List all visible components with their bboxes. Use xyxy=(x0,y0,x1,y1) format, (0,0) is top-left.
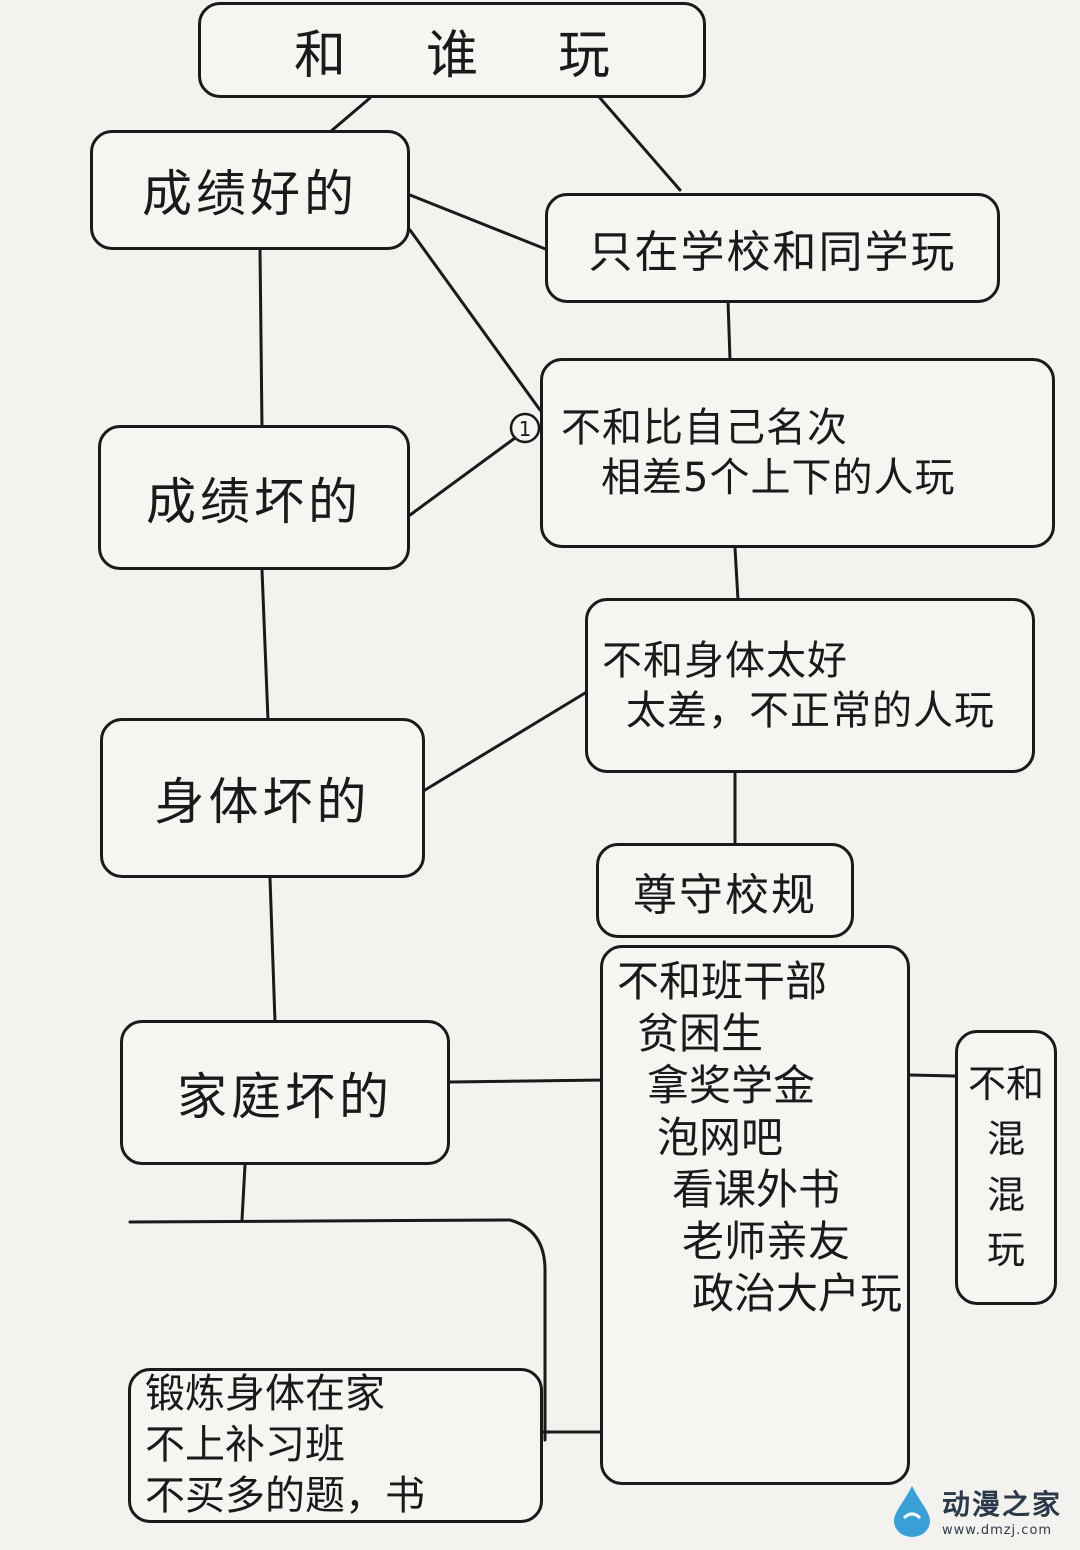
no-hanging-char: 玩 xyxy=(986,1227,1025,1272)
health-rule-line-2: 太差，不正常的人玩 xyxy=(626,687,995,734)
rank-rule-line-2: 相差5个上下的人玩 xyxy=(601,455,956,501)
list-item: 拿奖学金 xyxy=(647,1061,816,1111)
good-grades-text: 成绩好的 xyxy=(142,165,358,223)
list-item: 老师亲友 xyxy=(682,1217,851,1267)
watermark-name: 动漫之家 xyxy=(941,1488,1062,1521)
marker-label: 1 xyxy=(519,417,532,441)
list-item: 不和班干部 xyxy=(617,957,828,1006)
good-grades-node: 成绩好的 xyxy=(90,130,410,250)
exercise-line-2: 不上补习班 xyxy=(145,1421,345,1468)
health-rule-node: 不和身体太好 太差，不正常的人玩 xyxy=(585,598,1035,773)
list-item: 泡网吧 xyxy=(657,1113,784,1163)
no-hanging-char: 不和 xyxy=(967,1062,1044,1107)
exercise-line-1: 锻炼身体在家 xyxy=(145,1370,385,1417)
water-drop-logo-icon xyxy=(893,1485,930,1537)
bad-grades-node: 成绩坏的 xyxy=(98,425,410,570)
bad-body-text: 身体坏的 xyxy=(154,773,371,831)
exercise-at-home-node: 锻炼身体在家 不上补习班 不买多的题，书 xyxy=(128,1368,543,1523)
no-hanging-char: 混 xyxy=(986,1172,1025,1217)
no-hanging-char: 混 xyxy=(986,1117,1025,1162)
bad-family-node: 家庭坏的 xyxy=(120,1020,450,1165)
list-item: 贫困生 xyxy=(637,1009,764,1059)
school-only-text: 只在学校和同学玩 xyxy=(588,227,957,278)
exercise-line-3: 不买多的题，书 xyxy=(145,1473,425,1520)
list-item: 政治大户玩 xyxy=(692,1269,903,1319)
title-node: 和谁玩 xyxy=(198,2,706,98)
title-text: 和谁玩 xyxy=(293,25,690,86)
rank-rule-line-1: 不和比自己名次 xyxy=(561,405,848,451)
bad-grades-text: 成绩坏的 xyxy=(146,472,362,531)
school-rules-text: 尊守校规 xyxy=(633,869,817,921)
avoid-list-node: 不和班干部 贫困生 拿奖学金 泡网吧 看课外书 老师亲友 政治大户玩 xyxy=(600,945,910,1485)
school-only-node: 只在学校和同学玩 xyxy=(545,193,1000,303)
watermark: 动漫之家 www.dmzj.com xyxy=(890,1483,1062,1538)
rank-rule-node: 不和比自己名次 相差5个上下的人玩 xyxy=(540,358,1055,548)
list-item: 看课外书 xyxy=(672,1165,841,1215)
bad-body-node: 身体坏的 xyxy=(100,718,425,878)
bad-family-text: 家庭坏的 xyxy=(177,1067,393,1126)
health-rule-line-1: 不和身体太好 xyxy=(602,637,848,684)
school-rules-node: 尊守校规 xyxy=(596,843,854,938)
no-hanging-out-node: 不和 混 混 玩 xyxy=(955,1030,1057,1305)
watermark-url: www.dmzj.com xyxy=(941,1523,1053,1538)
